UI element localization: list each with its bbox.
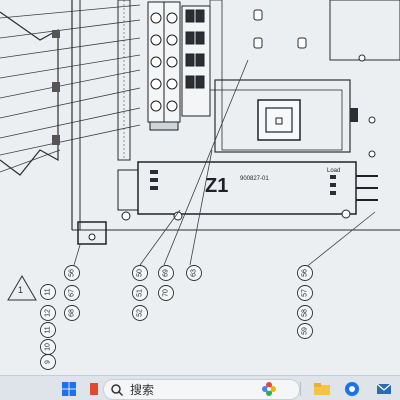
mounting-holes	[253, 9, 376, 158]
callout-number: 11	[45, 326, 52, 333]
terminal-blocks	[147, 1, 211, 131]
panel-outline	[0, 11, 59, 176]
ground-terminal	[77, 221, 107, 245]
din-rail	[117, 0, 131, 161]
mount-block	[52, 30, 60, 38]
callout-number: 67	[69, 289, 76, 297]
technical-drawing: Z1 900827-01 Load 1 56 50 69 63 56 67 51 70 57 68…	[0, 0, 400, 370]
callout-bubble: 69	[158, 265, 174, 281]
app-icon	[90, 382, 98, 395]
load-label: Load	[327, 168, 340, 174]
callout-number: 10	[45, 343, 52, 351]
taskbar-app-button[interactable]	[372, 376, 396, 400]
callout-bubble: 56	[297, 265, 313, 281]
start-button[interactable]	[58, 376, 80, 400]
callout-number: 59	[302, 327, 309, 335]
search-icon	[111, 383, 124, 396]
callout-number: 9	[45, 360, 52, 364]
callout-number: 11	[45, 288, 52, 295]
callout-number: 63	[191, 269, 198, 277]
callout-number: 70	[163, 289, 170, 297]
taskbar-app-button[interactable]	[340, 376, 364, 400]
callout-bubble: 58	[297, 305, 313, 321]
relay-module	[257, 99, 301, 141]
leader-lines	[0, 4, 141, 173]
callout-bubble: 50	[132, 265, 148, 281]
callout-bubble: 10	[40, 339, 56, 355]
callout-number: 12	[45, 309, 52, 317]
mount-block	[52, 135, 60, 145]
callout-number: 58	[302, 309, 309, 317]
mount-block	[52, 82, 60, 92]
callout-number: 50	[137, 269, 144, 277]
callout-number: 56	[302, 269, 309, 277]
callout-bubble: 56	[64, 265, 80, 281]
filter-z1-body	[137, 161, 357, 215]
callout-bubble: 70	[158, 285, 174, 301]
callout-bubble: 11	[40, 322, 56, 338]
callout-bubbles: 56 50 69 63 56 67 51 70 57 68 52 58 59 9 10 11 12 11	[40, 265, 313, 370]
callout-bubble: 9	[40, 354, 56, 370]
callout-bubble: 57	[297, 285, 313, 301]
search-placeholder: 搜索	[130, 383, 155, 397]
component-label-z1: Z1	[205, 175, 228, 197]
callout-number: 56	[69, 269, 76, 277]
cad-drawing-viewer[interactable]: Z1 900827-01 Load 1 56 50 69 63 56 67 51 70 57 68…	[0, 0, 400, 375]
taskbar-app-button[interactable]	[310, 376, 334, 400]
revision-triangle	[7, 275, 37, 301]
taskbar: 搜索	[0, 375, 400, 400]
callout-number: 52	[137, 309, 144, 317]
mail-icon	[376, 383, 392, 394]
revision-mark: 1	[18, 285, 23, 295]
callout-bubble: 68	[64, 305, 80, 321]
callout-bubble: 51	[132, 285, 148, 301]
callout-bubble: 59	[297, 323, 313, 339]
folder-icon	[314, 382, 330, 395]
taskbar-search-box[interactable]: 搜索	[103, 379, 300, 400]
app-flower-button[interactable]	[258, 376, 280, 400]
callout-number: 68	[69, 309, 76, 317]
callout-number: 51	[137, 289, 144, 297]
callout-bubble: 11	[40, 284, 56, 300]
enclosure-box	[329, 0, 400, 61]
windows-logo-icon	[62, 381, 76, 396]
callout-number: 57	[302, 289, 309, 297]
browser-icon	[345, 381, 359, 396]
callout-bubble: 52	[132, 305, 148, 321]
callout-bubble: 12	[40, 305, 56, 321]
callout-bubble: 67	[64, 285, 80, 301]
app-icon[interactable]	[88, 376, 100, 400]
callout-bubble: 63	[186, 265, 202, 281]
separator	[300, 382, 301, 396]
flower-app-icon	[262, 381, 276, 396]
part-number: 900827-01	[240, 176, 269, 182]
callout-number: 69	[163, 269, 170, 277]
